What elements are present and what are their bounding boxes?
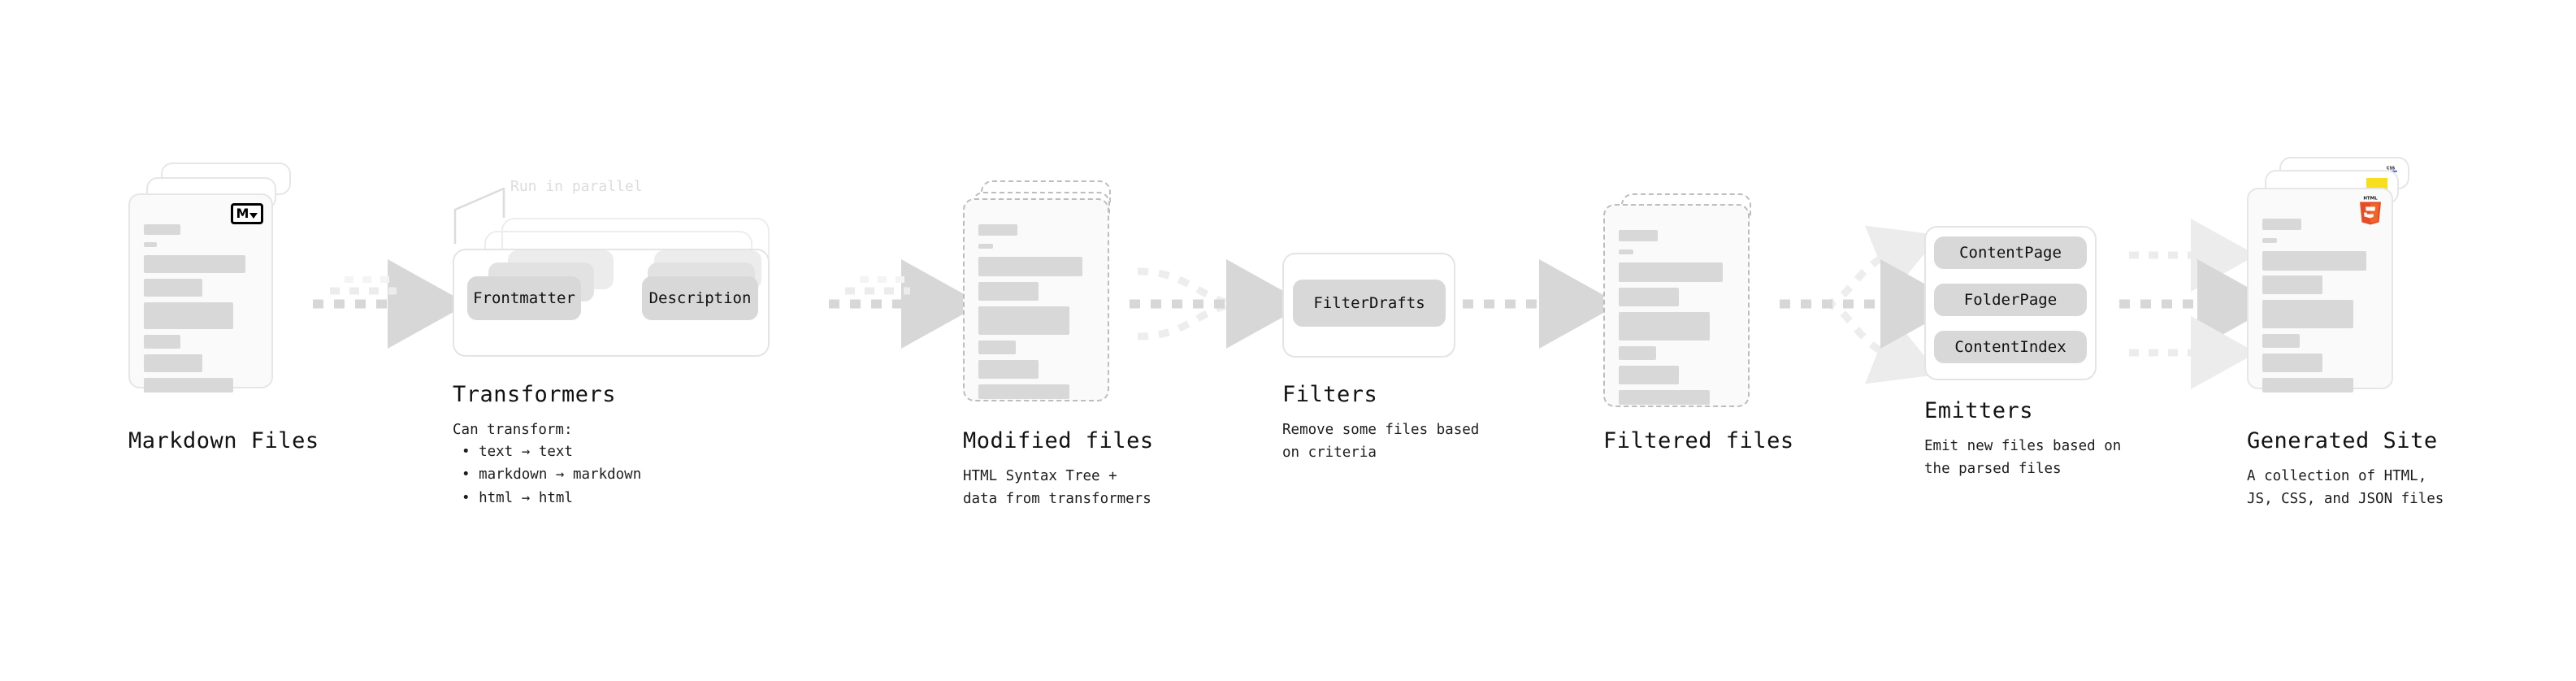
transformers-bullets: • text → text • markdown → markdown • ht…	[462, 440, 641, 510]
emitter-chip-folderpage[interactable]: FolderPage	[1934, 284, 2087, 316]
stage-desc-transformers: Can transform:	[453, 422, 573, 438]
markdown-icon-letter: M	[236, 206, 249, 221]
stage-title-modified-files: Modified files	[963, 428, 1154, 453]
connector-filtered-to-emitters	[1780, 225, 1961, 384]
markdown-file-card-front: M	[128, 193, 273, 393]
html5-icon: HTML	[2357, 194, 2383, 227]
connector-modified-to-filters	[1130, 259, 1307, 349]
filter-chip-filterdrafts[interactable]: FilterDrafts	[1293, 280, 1446, 327]
run-in-parallel-label: Run in parallel	[510, 178, 643, 195]
generated-site-card-html: HTML	[2247, 188, 2393, 393]
stage-title-filtered-files: Filtered files	[1603, 428, 1794, 453]
filtered-file-card-front	[1603, 204, 1750, 407]
transformers-bullet-1: • markdown → markdown	[462, 466, 642, 484]
stage-desc-filters: Remove some files based on criteria	[1282, 422, 1480, 462]
stage-title-filters: Filters	[1282, 382, 1378, 407]
markdown-icon: M	[231, 203, 263, 224]
transformers-bullet-2: • html → html	[462, 489, 573, 506]
svg-text:CSS: CSS	[2387, 167, 2396, 171]
stage-desc-modified-files: HTML Syntax Tree + data from transformer…	[963, 468, 1151, 508]
transformers-bullet-0: • text → text	[462, 444, 573, 460]
transformer-chip-frontmatter[interactable]: Frontmatter	[467, 276, 581, 320]
stage-title-markdown-files: Markdown Files	[128, 428, 319, 453]
stage-desc-generated-site: A collection of HTML, JS, CSS, and JSON …	[2247, 468, 2444, 508]
connector-transformers-to-modified	[829, 259, 982, 349]
modified-file-card-front	[963, 198, 1109, 401]
emitter-chip-contentindex[interactable]: ContentIndex	[1934, 331, 2087, 363]
transformer-chip-description[interactable]: Description	[642, 276, 758, 320]
stage-title-emitters: Emitters	[1924, 398, 2034, 423]
svg-text:HTML: HTML	[2363, 197, 2378, 202]
connector-emitters-to-site	[2119, 219, 2278, 389]
stage-title-transformers: Transformers	[453, 382, 617, 407]
emitter-chip-contentpage[interactable]: ContentPage	[1934, 236, 2087, 269]
stage-title-generated-site: Generated Site	[2247, 428, 2438, 453]
stage-desc-emitters: Emit new files based on the parsed files	[1924, 438, 2122, 478]
connector-md-to-transformers	[313, 259, 468, 349]
markdown-icon-arrow	[249, 212, 258, 219]
